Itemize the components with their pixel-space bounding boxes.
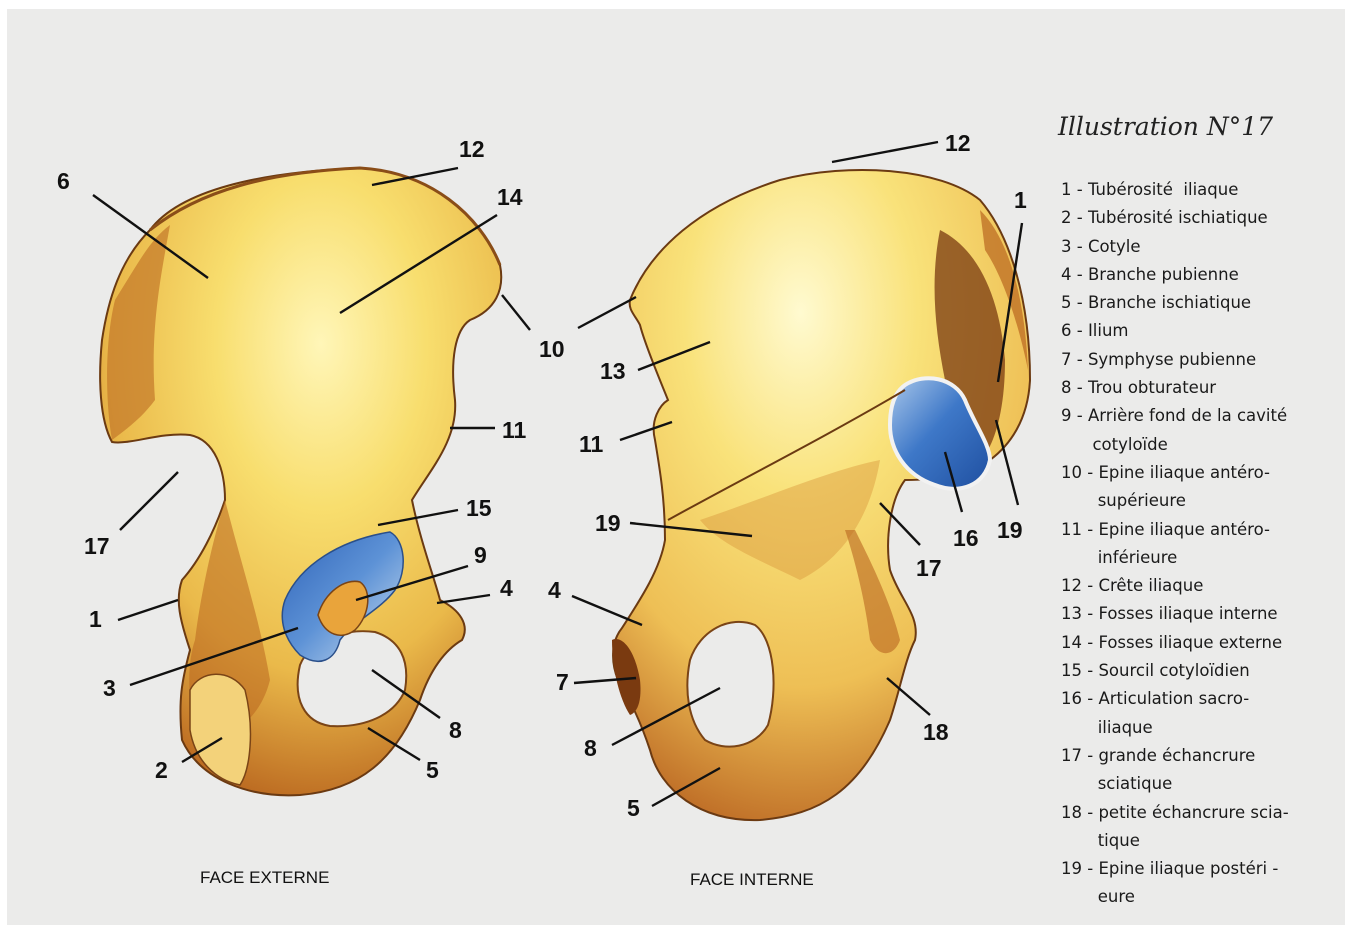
legend-title: Illustration N°17 (1058, 112, 1273, 141)
legend-item: 3 - Cotyle (1061, 233, 1336, 261)
label-9-left: 9 (474, 542, 487, 568)
label-19-left-side: 19 (595, 510, 621, 536)
label-19-right: 19 (997, 517, 1023, 543)
label-1-right: 1 (1014, 187, 1027, 213)
label-17-left: 17 (84, 533, 110, 559)
label-12-left: 12 (459, 136, 485, 162)
legend-item: 16 - Articulation sacro- (1061, 685, 1336, 713)
caption-face-externe: FACE EXTERNE (200, 868, 329, 887)
label-8-left: 8 (449, 717, 462, 743)
legend-item: 7 - Symphyse pubienne (1061, 346, 1336, 374)
label-1-left: 1 (89, 606, 102, 632)
left-ischial-tuberosity (190, 674, 250, 785)
hip-bone-external (100, 168, 501, 795)
label-11-left: 11 (502, 417, 527, 443)
legend-item: 5 - Branche ischiatique (1061, 289, 1336, 317)
label-16-right: 16 (953, 525, 979, 551)
label-17-right: 17 (916, 555, 942, 581)
label-4-right: 4 (548, 577, 561, 603)
label-13-right: 13 (600, 358, 626, 384)
label-2-left: 2 (155, 757, 168, 783)
label-15-left: 15 (466, 495, 492, 521)
label-14-left: 14 (497, 184, 523, 210)
legend-item: tique (1061, 827, 1336, 855)
legend-item: 4 - Branche pubienne (1061, 261, 1336, 289)
legend-item: supérieure (1061, 487, 1336, 515)
legend-item: 1 - Tubérosité iliaque (1061, 176, 1336, 204)
caption-face-interne: FACE INTERNE (690, 870, 814, 889)
label-5-right: 5 (627, 795, 640, 821)
legend-item: 9 - Arrière fond de la cavité (1061, 402, 1336, 430)
legend-item: 19 - Epine iliaque postéri - (1061, 855, 1336, 883)
legend-item: 18 - petite échancrure scia- (1061, 799, 1336, 827)
legend-item: 8 - Trou obturateur (1061, 374, 1336, 402)
legend-item: inférieure (1061, 544, 1336, 572)
label-18-right: 18 (923, 719, 949, 745)
label-7-right: 7 (556, 669, 569, 695)
label-10-left: 10 (539, 336, 565, 362)
legend-item: 17 - grande échancrure (1061, 742, 1336, 770)
legend-item: 2 - Tubérosité ischiatique (1061, 204, 1336, 232)
label-12-right: 12 (945, 130, 971, 156)
legend-item: 10 - Epine iliaque antéro- (1061, 459, 1336, 487)
legend-item: 11 - Epine iliaque antéro- (1061, 516, 1336, 544)
legend-item: 14 - Fosses iliaque externe (1061, 629, 1336, 657)
legend-item: 6 - Ilium (1061, 317, 1336, 345)
legend-item: 12 - Crête iliaque (1061, 572, 1336, 600)
label-3-left: 3 (103, 675, 116, 701)
label-6-left: 6 (57, 168, 70, 194)
legend-item: iliaque (1061, 714, 1336, 742)
right-obturator-foramen (687, 622, 773, 747)
label-5-left: 5 (426, 757, 439, 783)
legend-item: sciatique (1061, 770, 1336, 798)
label-11-right: 11 (579, 431, 604, 457)
legend-item: cotyloïde (1061, 431, 1336, 459)
hip-bone-internal (612, 170, 1030, 820)
legend-item: 15 - Sourcil cotyloïdien (1061, 657, 1336, 685)
legend-item: 13 - Fosses iliaque interne (1061, 600, 1336, 628)
legend-item: eure (1061, 883, 1336, 911)
label-4-left: 4 (500, 575, 513, 601)
label-8-right: 8 (584, 735, 597, 761)
